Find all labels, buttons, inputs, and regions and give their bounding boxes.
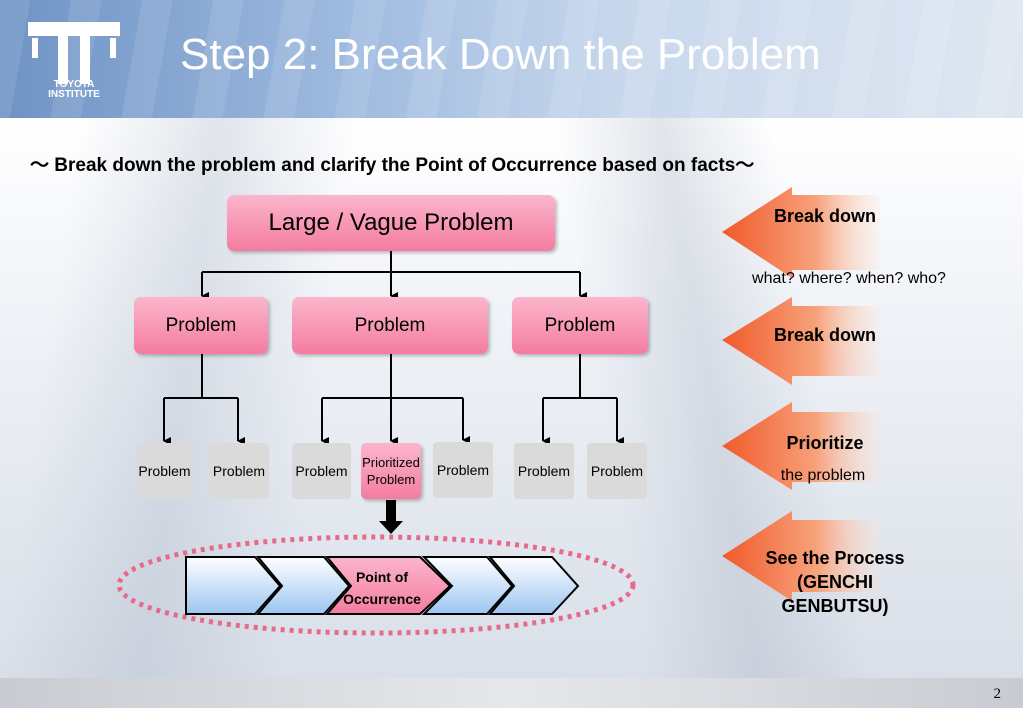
root-problem-box: Large / Vague Problem bbox=[227, 195, 555, 251]
problem-box-l2-6: Problem bbox=[514, 443, 574, 499]
problem-label: Problem bbox=[212, 463, 266, 479]
problem-label: Problem bbox=[436, 462, 490, 478]
breakdown-2-title: Break down bbox=[773, 325, 877, 345]
problem-box-l2-3: Problem bbox=[292, 443, 351, 499]
prioritize-title: Prioritize bbox=[786, 433, 864, 453]
point-of-occurrence-label: Point of Occurrence bbox=[343, 569, 421, 607]
logo-text-line1: TOYOTA bbox=[53, 79, 95, 90]
problem-box-l2-2: Problem bbox=[209, 443, 269, 499]
see-process-line2: (GENCHI bbox=[797, 572, 873, 592]
footer-bar bbox=[0, 678, 1023, 708]
problem-box-l1-1: Problem bbox=[134, 297, 268, 354]
subtitle: ～ Break down the problem and clarify the… bbox=[30, 155, 755, 176]
see-process-line3: GENBUTSU) bbox=[781, 596, 889, 616]
problem-label: Problem bbox=[295, 463, 348, 479]
problem-label: Problem bbox=[138, 463, 191, 479]
prioritize-arrow-icon bbox=[722, 402, 880, 490]
see-process-line1: See the Process bbox=[765, 548, 905, 568]
problem-box-l1-2: Problem bbox=[292, 297, 488, 354]
prioritized-problem-label: Prioritized Problem bbox=[362, 455, 420, 487]
breakdown-arrow-1-icon bbox=[722, 187, 880, 278]
logo-text: TOYOTA INSTITUTE bbox=[30, 80, 118, 100]
breakdown-1-note: what? where? when? who? bbox=[752, 270, 946, 287]
problem-label: Problem bbox=[590, 463, 644, 479]
page-number: 2 bbox=[993, 686, 1002, 702]
breakdown-1-title: Break down bbox=[773, 206, 877, 226]
problem-box-l2-1: Problem bbox=[136, 443, 193, 499]
root-problem-label: Large / Vague Problem bbox=[268, 209, 514, 236]
logo-text-line2: INSTITUTE bbox=[48, 89, 100, 100]
prioritized-problem-box: Prioritized Problem bbox=[361, 443, 421, 499]
prioritize-note: the problem bbox=[780, 467, 866, 484]
see-process-title: See the Process (GENCHI GENBUTSU) bbox=[745, 546, 925, 618]
toyota-institute-logo bbox=[28, 22, 120, 84]
problem-label: Problem bbox=[544, 315, 616, 336]
problem-box-l2-5: Problem bbox=[433, 442, 493, 498]
see-process-arrow-icon bbox=[722, 511, 880, 601]
problem-box-l2-7: Problem bbox=[587, 443, 647, 499]
page-title: Step 2: Break Down the Problem bbox=[180, 30, 821, 79]
problem-label: Problem bbox=[517, 463, 571, 479]
breakdown-arrow-2-icon bbox=[722, 297, 880, 385]
problem-box-l1-3: Problem bbox=[512, 297, 648, 354]
header-bar bbox=[0, 0, 1023, 118]
problem-label: Problem bbox=[165, 315, 237, 336]
problem-label: Problem bbox=[354, 315, 426, 336]
header-sheen bbox=[0, 0, 1023, 118]
